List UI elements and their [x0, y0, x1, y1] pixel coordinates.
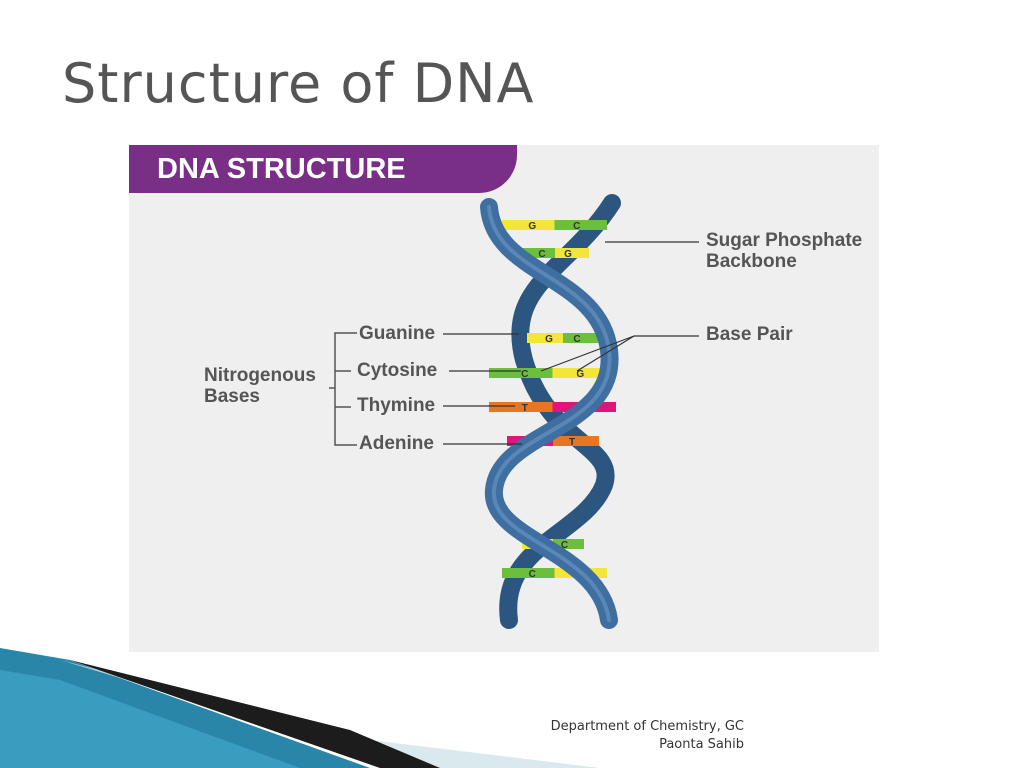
- rung-left-letter: T: [522, 403, 528, 414]
- rung-right-half: [553, 539, 584, 549]
- footer: Department of Chemistry, GC Paonta Sahib: [530, 718, 744, 754]
- rung-right-half: [552, 368, 616, 378]
- label-cytosine: Cytosine: [357, 360, 438, 381]
- rung-left-half: [489, 402, 553, 412]
- rung-right-letter: G: [564, 249, 572, 260]
- rung-right-half: [563, 333, 599, 343]
- slide-title: Structure of DNA: [62, 52, 535, 115]
- rung-left-letter: C: [538, 249, 545, 260]
- rung-right-letter: C: [561, 540, 568, 551]
- label-backbone-line2: Backbone: [706, 251, 797, 272]
- label-thymine: Thymine: [357, 395, 436, 416]
- figure-banner-text: DNA STRUCTURE: [157, 153, 406, 185]
- label-guanine: Guanine: [359, 323, 436, 344]
- rung-right-letter: C: [573, 221, 580, 232]
- label-sugar-phosphate-backbone: Sugar Phosphate Backbone: [706, 230, 862, 272]
- base-pair-pointer-1: [540, 335, 635, 372]
- rung-right-letter: T: [569, 437, 575, 448]
- label-base-pair: Base Pair: [706, 324, 793, 345]
- base-pair-pointer-2: [576, 335, 635, 372]
- rung-left-half: [489, 368, 553, 378]
- rung-left-letter: C: [521, 369, 528, 380]
- bases-bracket: [329, 332, 357, 446]
- label-backbone-line1: Sugar Phosphate: [706, 230, 863, 251]
- label-nitrogenous-line2: Bases: [204, 386, 260, 407]
- figure-banner: DNA STRUCTURE: [129, 145, 517, 193]
- rung-right-half: [553, 436, 599, 446]
- footer-line2: Paonta Sahib: [659, 737, 744, 752]
- label-nitrogenous-bases: Nitrogenous Bases: [204, 365, 316, 407]
- rung-left-letter: C: [529, 569, 536, 580]
- rung-left-half: [527, 333, 563, 343]
- rung-left-letter: G: [528, 221, 536, 232]
- rung-right-half: [555, 248, 589, 258]
- footer-line1: Department of Chemistry, GC: [550, 719, 744, 734]
- rung-left-half: [502, 568, 555, 578]
- rung-left-half: [521, 248, 555, 258]
- label-adenine: Adenine: [359, 433, 434, 454]
- rung-right-half: [554, 220, 607, 230]
- label-nitrogenous-line1: Nitrogenous: [204, 365, 316, 386]
- rung-right-letter: C: [573, 334, 580, 345]
- rung-left-letter: G: [545, 334, 553, 345]
- corner-decoration: [0, 648, 600, 768]
- front-strand-highlight: [487, 205, 612, 622]
- rung-right-letter: G: [576, 369, 584, 380]
- rung-left-half: [502, 220, 555, 230]
